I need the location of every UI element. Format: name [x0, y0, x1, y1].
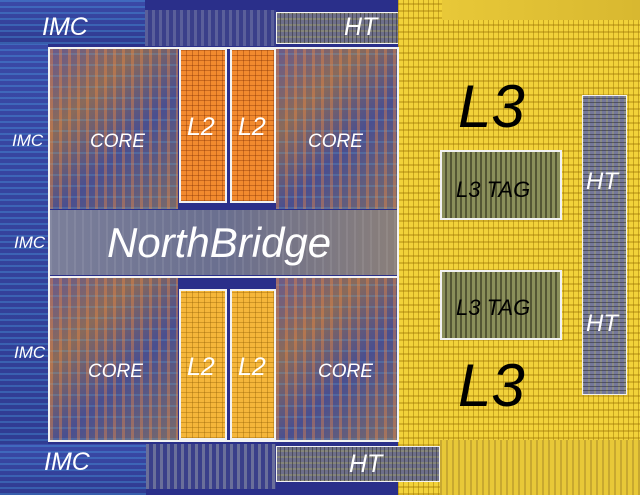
- imc-top-region: [0, 0, 145, 44]
- ht-right-region: [582, 95, 627, 395]
- bottom-misc-region: [146, 444, 276, 489]
- ht-right-label-bottom: HT: [586, 310, 618, 337]
- imc-left-label-1: IMC: [12, 131, 44, 150]
- l2-cache-1: [180, 49, 226, 201]
- l2-label-2: L2: [238, 113, 266, 141]
- l3-tag-bottom-box: [440, 270, 562, 340]
- core-top-left: [50, 49, 178, 209]
- l3-top-label: L3: [458, 73, 525, 140]
- northbridge-region: [50, 210, 397, 275]
- core-bl-label: CORE: [88, 361, 143, 382]
- imc-bottom-label: IMC: [44, 448, 90, 476]
- l3-tag-top-box: [440, 150, 562, 220]
- bottom-right-region: [440, 440, 640, 495]
- imc-top-label: IMC: [42, 13, 88, 41]
- l3-tag-top-region: [440, 150, 562, 220]
- corner-region: [442, 0, 640, 20]
- core-bottom-right: [276, 276, 397, 440]
- ht-bottom-region: [276, 446, 440, 482]
- core-top-right: [276, 49, 397, 209]
- imc-left-label-3: IMC: [14, 343, 46, 362]
- core-br-label: CORE: [318, 361, 373, 382]
- l2-box-3: [179, 289, 227, 440]
- l2-cache-2: [231, 49, 275, 201]
- top-misc-region: [145, 10, 276, 46]
- ht-top-label: HT: [344, 13, 378, 41]
- l2-cache-3: [180, 290, 226, 438]
- l2-box-2: [230, 48, 276, 203]
- l2-cache-4: [231, 290, 275, 438]
- core-bottom-left: [50, 276, 178, 440]
- l3-tag-bottom-region: [440, 270, 562, 340]
- ht-bottom-box: [276, 446, 440, 482]
- l3-bottom-label: L3: [458, 352, 525, 419]
- ht-bottom-label: HT: [349, 450, 383, 478]
- imc-left-label-2: IMC: [14, 233, 46, 252]
- l2-label-3: L2: [187, 353, 215, 381]
- northbridge-label: NorthBridge: [107, 219, 332, 266]
- core-tr-label: CORE: [308, 131, 363, 152]
- ht-right-box: [582, 95, 627, 395]
- l2-box-1: [179, 48, 227, 203]
- l2-label-1: L2: [187, 113, 215, 141]
- core-tl-label: CORE: [90, 131, 145, 152]
- l3-tag-top-label: L3 TAG: [456, 177, 531, 202]
- bottom-cores-frame: [48, 276, 399, 442]
- ht-right-label-top: HT: [586, 168, 618, 195]
- imc-left-strip: [0, 0, 48, 495]
- l3-tag-bottom-label: L3 TAG: [456, 295, 531, 320]
- l2-label-4: L2: [238, 353, 266, 381]
- l2-box-4: [230, 289, 276, 440]
- imc-bottom-region: [0, 444, 146, 495]
